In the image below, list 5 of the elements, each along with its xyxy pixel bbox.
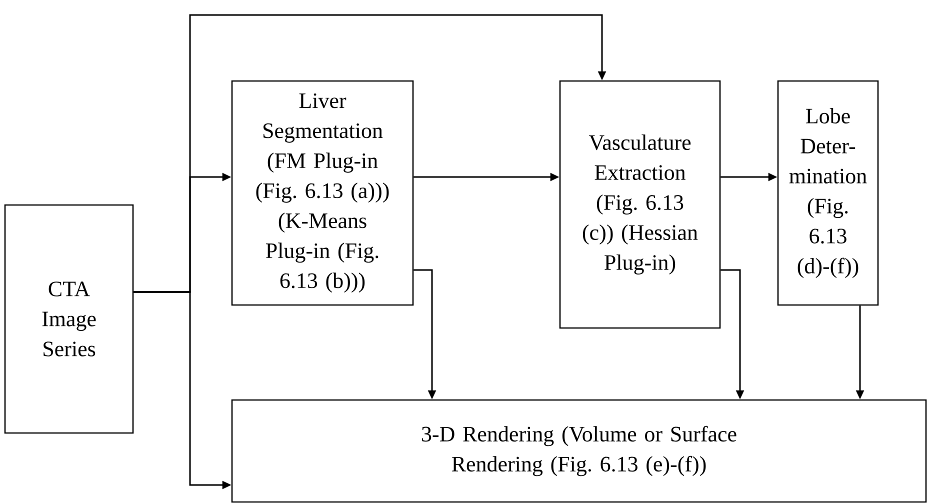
process-box: 3-D Rendering (Volume or Surface Rendering (Fig. 6.13 (e)-(f)) bbox=[231, 399, 927, 503]
process-box: Lobe Deter-mination (Fig. 6.13 (d)-(f)) bbox=[777, 80, 879, 306]
process-box: CTA Image Series bbox=[4, 204, 134, 434]
process-box: Liver Segmentation (FM Plug-in (Fig. 6.13 (a))) (K-Means Plug-in (Fig. 6.13 (b))) bbox=[231, 80, 414, 306]
process-box: Vasculature Extraction (Fig. 6.13 (c)) (Hessian Plug-in) bbox=[559, 80, 721, 329]
